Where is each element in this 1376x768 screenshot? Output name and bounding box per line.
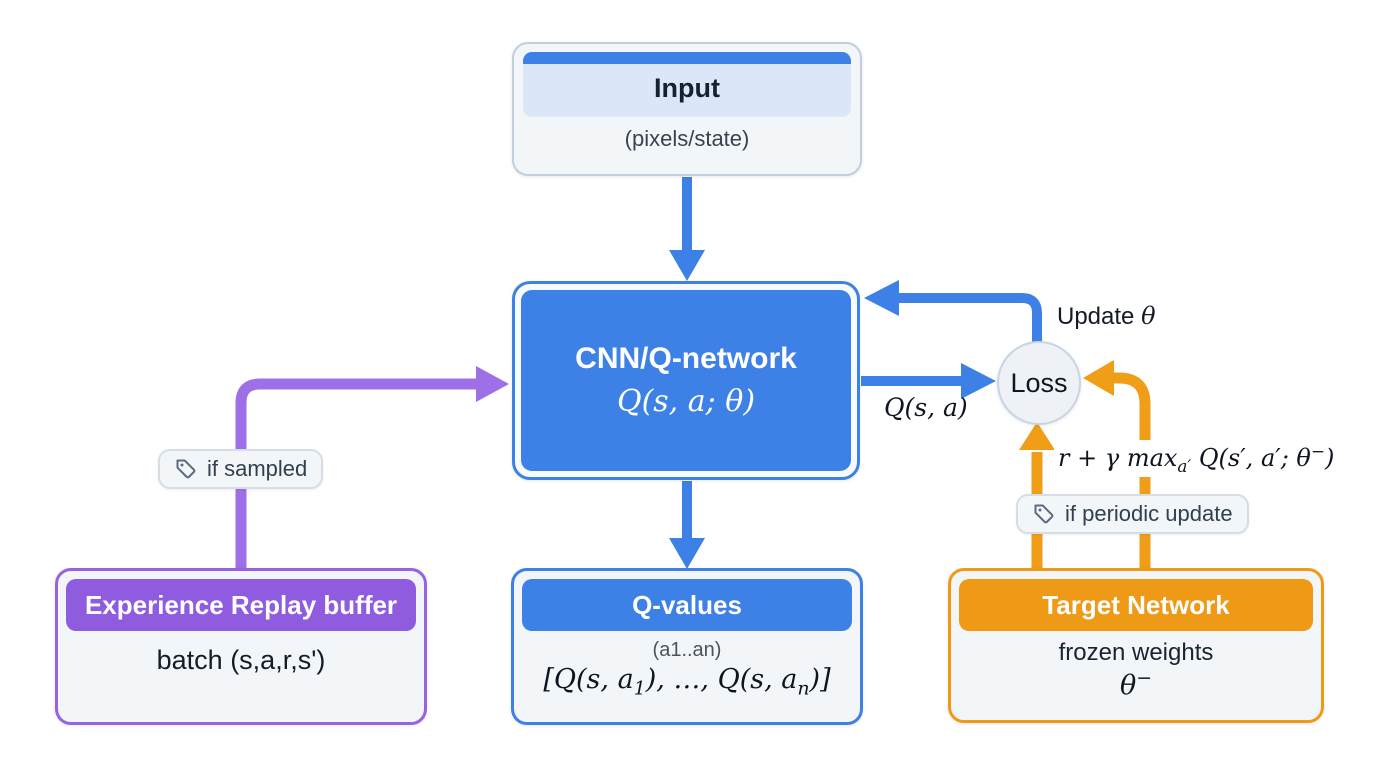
- loss-label: Loss: [1010, 367, 1068, 398]
- qvalues-subtitle: (a1..an): [652, 639, 722, 661]
- input-title: Input: [654, 73, 720, 103]
- qnetwork-panel: CNN/Q-network Q(s, a; θ): [521, 290, 851, 471]
- edge-loss-to-qnetwork: [864, 280, 1042, 346]
- edge-qnetwork-to-loss: [861, 363, 996, 399]
- replay-subtitle: batch (s,a,r,s'): [156, 645, 326, 675]
- qvalues-title-band: Q-values: [522, 579, 852, 631]
- node-target-network: Target Network frozen weights θ−: [948, 568, 1324, 723]
- edge-replay-to-qnetwork: [235, 366, 509, 569]
- edge-qnetwork-to-qvalues: [669, 481, 705, 569]
- if-periodic-update-label: if periodic update: [1065, 501, 1233, 526]
- input-header: Input: [523, 52, 851, 117]
- node-qvalues: Q-values (a1..an) [Q(s, a1), …, Q(s, an)…: [511, 568, 863, 725]
- edge-input-to-qnetwork: [669, 177, 705, 281]
- condition-if-sampled: if sampled: [158, 449, 324, 489]
- qnetwork-formula: Q(s, a; θ): [616, 384, 756, 419]
- node-input: Input (pixels/state): [512, 42, 862, 176]
- qnetwork-title: CNN/Q-network: [575, 342, 797, 375]
- target-output-label: r + γ maxa′ Q(s′, a′; θ−): [1054, 440, 1339, 477]
- input-title-band: Input: [523, 64, 851, 117]
- if-sampled-label: if sampled: [207, 456, 308, 481]
- input-accent-bar: [523, 52, 851, 64]
- node-qnetwork: CNN/Q-network Q(s, a; θ): [512, 281, 860, 480]
- target-title: Target Network: [1042, 589, 1230, 620]
- condition-if-periodic-update: if periodic update: [1016, 494, 1249, 534]
- qvalues-title: Q-values: [632, 589, 742, 620]
- node-loss: Loss: [997, 341, 1081, 425]
- target-title-band: Target Network: [959, 579, 1313, 631]
- edge-target-to-loss-right: [1083, 360, 1151, 569]
- target-subtitle: frozen weights: [1058, 639, 1214, 666]
- replay-title-band: Experience Replay buffer: [66, 579, 416, 631]
- qvalues-formula: [Q(s, a1), …, Q(s, an)]: [543, 664, 831, 700]
- replay-title: Experience Replay buffer: [84, 589, 398, 620]
- target-formula: θ−: [1119, 667, 1153, 701]
- update-theta-label: Update θ: [1057, 302, 1156, 330]
- tag-icon: [1034, 504, 1054, 524]
- q-output-label: Q(s, a): [884, 393, 968, 422]
- node-replay-buffer: Experience Replay buffer batch (s,a,r,s'…: [55, 568, 427, 725]
- tag-icon: [176, 459, 196, 479]
- input-subtitle: (pixels/state): [624, 126, 750, 151]
